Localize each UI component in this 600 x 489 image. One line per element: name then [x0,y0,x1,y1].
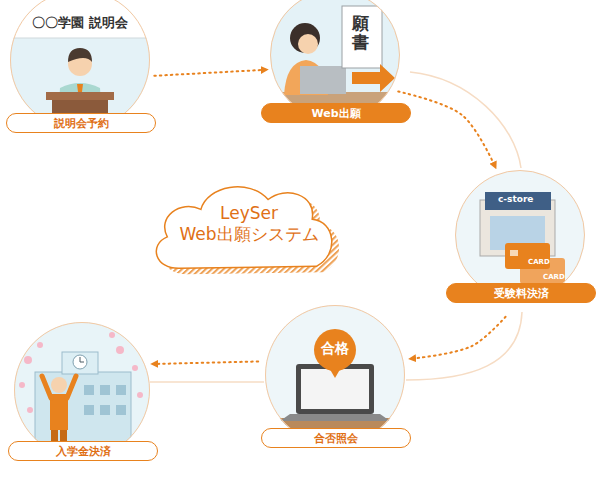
sky [260,0,410,130]
form-title: 願書 [352,14,369,51]
flow-line [406,312,522,380]
step-label: 合否照会 [261,428,411,448]
step-circle: 受験料決済 [455,170,585,300]
flow-arrow [411,317,505,359]
success-bubble [314,329,356,371]
result-illustration [260,300,410,458]
card-text: CARD [543,274,565,282]
flow-arrow [153,361,258,364]
system-cloud: LeySer Web出願システム [140,172,350,285]
clock-hands [80,357,84,362]
hair [290,23,320,53]
sky [260,300,410,450]
clock [73,355,87,369]
store-name: c-store [498,195,533,205]
applicant-face [298,34,318,54]
cherry-petals [19,332,143,413]
step-circle: 合否照会 [265,305,405,445]
flow-arrow [398,92,495,167]
flow-line [410,72,521,168]
student-head [51,377,67,393]
podium-top [46,92,114,100]
application-form [342,6,382,68]
send-arrow [352,64,395,92]
flow-line [150,381,264,383]
step-label: 説明会予約 [6,113,156,133]
laptop-base [280,414,390,421]
store-sign [485,192,551,210]
cloud-text-area: LeySer Web出願システム [140,172,350,276]
laptop-screen [296,364,374,414]
speaker-hair [68,48,92,62]
board-title: 〇〇学園 説明会 [32,16,128,30]
windows [84,385,126,415]
flow-arrow [154,70,265,76]
seminar-illustration [0,0,160,140]
step-label: 受験料決済 [446,283,596,303]
sky [0,0,160,140]
whiteboard [0,0,160,38]
step-circle: Web出願 [270,0,400,120]
laptop [300,66,346,94]
system-name: LeySer Web出願システム [156,203,334,246]
step-label: Web出願 [261,103,411,123]
card-text: CARD [528,259,550,267]
step-circle: 入学金決済 [14,322,150,458]
card-chip [510,250,518,256]
student-arms [42,376,76,398]
school-tower [62,352,98,374]
card-front [505,243,550,269]
step-label: 入学金決済 [8,441,158,461]
application-illustration [260,0,410,132]
school-building [35,372,131,442]
result-text: 合格 [315,341,355,356]
